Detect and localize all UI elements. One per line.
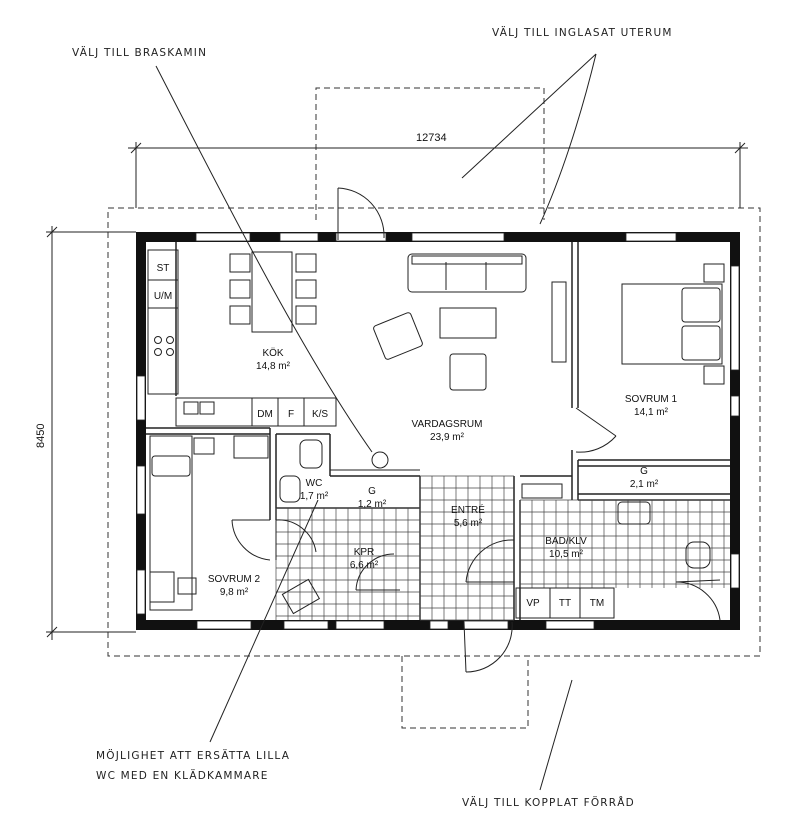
appliance-fridge-freezer: K/S — [312, 409, 328, 420]
bedroom2-furniture — [149, 435, 269, 611]
annotation-wc-text-2: WC MED EN KLÄDKAMMARE — [96, 769, 269, 782]
dimension-width-label: 12734 — [416, 132, 447, 144]
room-bath: BAD/KLV 10,5 m² — [545, 536, 587, 560]
room-closet1-area: 1,2 m² — [358, 499, 387, 510]
room-bedroom1-name: SOVRUM 1 — [625, 394, 678, 405]
room-laundry-name: KPR — [354, 547, 375, 558]
appliance-stove: ST — [157, 263, 170, 274]
room-laundry-area: 6,6 m² — [350, 560, 379, 571]
room-closet1: G 1,2 m² — [358, 486, 387, 510]
appliance-dryer: TT — [559, 598, 571, 609]
room-closet1-name: G — [368, 486, 376, 497]
doors — [231, 187, 721, 673]
room-wc-name: WC — [306, 478, 323, 489]
living-furniture — [330, 253, 567, 471]
annotation-fireplace-text: VÄLJ TILL BRASKAMIN — [72, 46, 207, 59]
room-kitchen-area: 14,8 m² — [256, 361, 291, 372]
room-bath-area: 10,5 m² — [549, 549, 584, 560]
room-bedroom1-area: 14,1 m² — [634, 407, 669, 418]
room-closet2-area: 2,1 m² — [630, 479, 659, 490]
room-kitchen: KÖK 14,8 m² — [256, 347, 291, 372]
room-living-name: VARDAGSRUM — [412, 419, 483, 430]
appliance-heat-pump: VP — [526, 598, 540, 609]
annotation-sunroom: VÄLJ TILL INGLASAT UTERUM — [461, 26, 673, 225]
annotation-wc: MÖJLIGHET ATT ERSÄTTA LILLA WC MED EN KL… — [96, 499, 319, 782]
room-laundry: KPR 6,6 m² — [350, 547, 379, 571]
room-bedroom2: SOVRUM 2 9,8 m² — [208, 574, 261, 598]
dimension-width: 12734 — [128, 132, 748, 208]
room-entrance: ENTRÉ 5,6 m² — [451, 503, 485, 529]
kitchen-furniture — [147, 249, 337, 427]
annotation-sunroom-text: VÄLJ TILL INGLASAT UTERUM — [492, 26, 673, 39]
sunroom-outline — [315, 87, 545, 220]
room-closet2-name: G — [640, 466, 648, 477]
room-wc: WC 1,7 m² — [300, 478, 329, 502]
room-bath-name: BAD/KLV — [545, 536, 587, 547]
annotation-wc-text-1: MÖJLIGHET ATT ERSÄTTA LILLA — [96, 749, 290, 762]
roof-outline — [107, 207, 761, 657]
annotation-storage-text: VÄLJ TILL KOPPLAT FÖRRÅD — [462, 796, 635, 809]
annotation-storage: VÄLJ TILL KOPPLAT FÖRRÅD — [462, 679, 635, 809]
windows — [136, 232, 740, 630]
dimension-height: 8450 — [35, 226, 136, 640]
room-closet2: G 2,1 m² — [630, 466, 659, 490]
room-entrance-area: 5,6 m² — [454, 518, 483, 529]
annotation-fireplace: VÄLJ TILL BRASKAMIN — [72, 46, 373, 453]
room-bedroom1: SOVRUM 1 14,1 m² — [625, 394, 678, 418]
appliance-freezer: F — [288, 409, 294, 420]
room-entrance-name: ENTRÉ — [451, 503, 485, 516]
tiled-floor — [275, 475, 730, 621]
bathroom-fixtures — [279, 439, 711, 619]
storage-outline — [401, 656, 529, 729]
room-wc-area: 1,7 m² — [300, 491, 329, 502]
room-kitchen-name: KÖK — [262, 347, 283, 359]
room-living: VARDAGSRUM 23,9 m² — [412, 419, 483, 443]
appliance-dishwasher: DM — [257, 409, 273, 420]
room-living-area: 23,9 m² — [430, 432, 465, 443]
bedroom1-furniture — [621, 263, 725, 385]
room-bedroom2-name: SOVRUM 2 — [208, 574, 261, 585]
room-bedroom2-area: 9,8 m² — [220, 587, 249, 598]
appliance-washing-machine: TM — [590, 598, 604, 609]
interior-walls — [146, 242, 730, 620]
appliance-washer-microwave: U/M — [154, 291, 172, 302]
dimension-height-label: 8450 — [35, 424, 47, 448]
